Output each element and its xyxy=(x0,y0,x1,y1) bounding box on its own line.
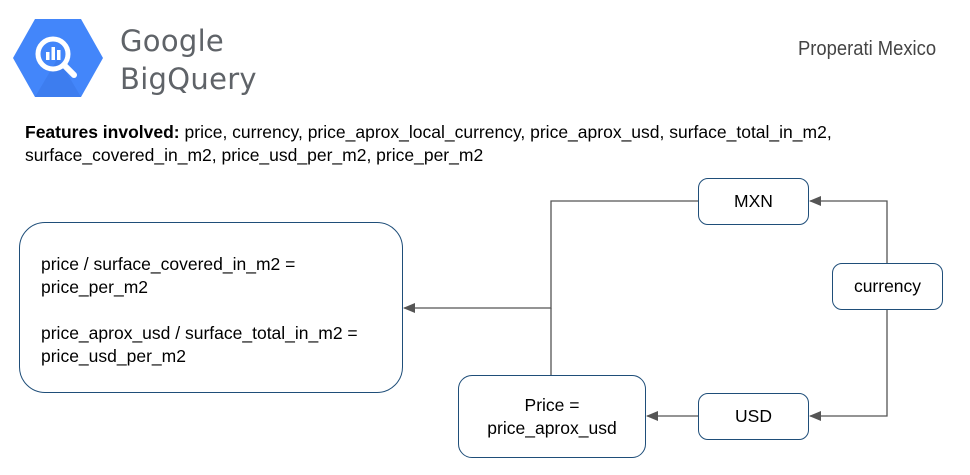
usd-node: USD xyxy=(698,393,809,440)
formula-result: price_usd_per_m2 xyxy=(41,346,186,366)
logo-wordmark: Google BigQuery xyxy=(120,22,257,98)
formula-price-usd-per-m2: price_aprox_usd / surface_total_in_m2 = … xyxy=(41,322,402,368)
price-node: Price = price_aprox_usd xyxy=(458,375,646,458)
formula-line: price_aprox_usd / surface_total_in_m2 = xyxy=(41,323,358,343)
connector-currency-to-mxn xyxy=(809,196,888,263)
logo-line-bigquery: BigQuery xyxy=(120,62,257,96)
connector-mxn-to-formulas xyxy=(403,200,698,313)
mxn-node: MXN xyxy=(698,178,809,225)
dataset-title: Properati Mexico xyxy=(797,38,936,60)
features-list-line2: surface_covered_in_m2, price_usd_per_m2,… xyxy=(25,145,484,165)
price-node-line1: Price = xyxy=(524,394,580,415)
formula-result: price_per_m2 xyxy=(41,277,148,297)
currency-node: currency xyxy=(832,263,943,310)
price-node-line2: price_aprox_usd xyxy=(487,417,617,438)
formulas-node: price / surface_covered_in_m2 = price_pe… xyxy=(19,222,403,393)
formula-price-per-m2: price / surface_covered_in_m2 = price_pe… xyxy=(41,253,402,299)
connector-currency-to-usd xyxy=(809,310,888,421)
features-involved: Features involved: price, currency, pric… xyxy=(25,121,945,167)
logo-line-google: Google xyxy=(120,24,225,58)
formula-line: price / surface_covered_in_m2 = xyxy=(41,254,296,274)
features-list-line1: price, currency, price_aprox_local_curre… xyxy=(184,122,832,142)
bigquery-logo-icon xyxy=(13,19,103,97)
features-label: Features involved: xyxy=(25,122,180,142)
